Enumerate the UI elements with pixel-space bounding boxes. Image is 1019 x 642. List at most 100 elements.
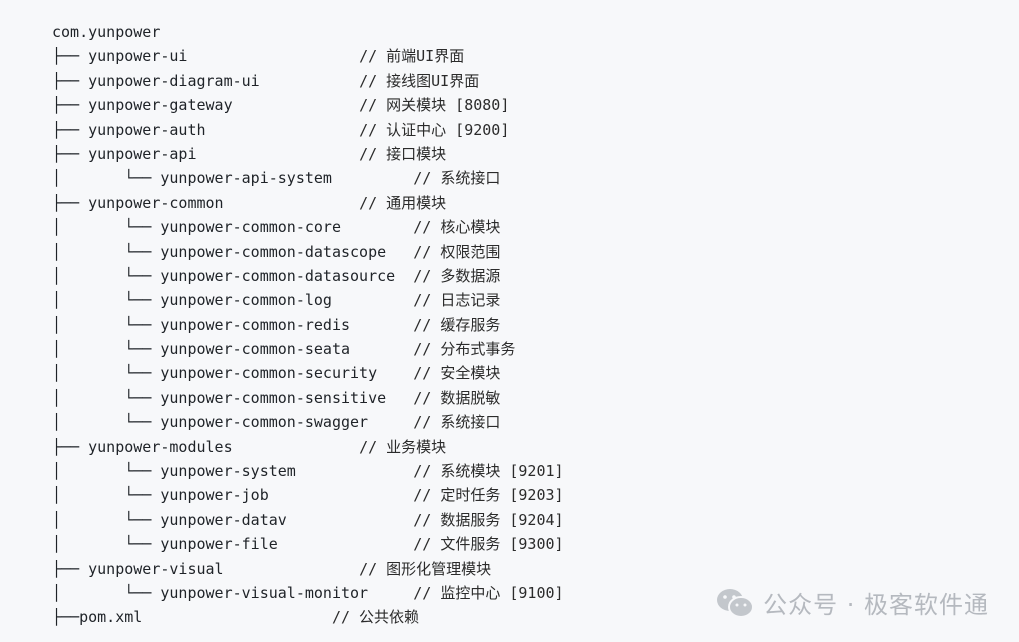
- tree-branch: ├──: [52, 47, 89, 66]
- module-comment: // 分布式事务: [413, 340, 516, 359]
- padding: [187, 47, 359, 65]
- module-comment: // 业务模块: [359, 437, 447, 456]
- tree-branch: │ └──: [52, 388, 161, 407]
- module-name: yunpower-visual-monitor: [160, 583, 369, 602]
- tree-row: │ └── yunpower-visual-monitor // 监控中心 [9…: [52, 581, 564, 605]
- tree-row: │ └── yunpower-common-datascope // 权限范围: [52, 240, 564, 264]
- module-comment: // 监控中心 [9100]: [413, 583, 564, 602]
- module-comment: // 前端UI界面: [359, 47, 465, 66]
- tree-row: │ └── yunpower-common-log // 日志记录: [52, 288, 564, 312]
- padding: [332, 291, 413, 309]
- tree-branch: ├──: [52, 559, 89, 578]
- padding: [386, 243, 413, 261]
- module-name: pom.xml: [79, 608, 143, 627]
- padding: [233, 96, 359, 114]
- module-name: yunpower-visual: [88, 559, 224, 578]
- padding: [224, 194, 359, 212]
- tree-branch: │ └──: [52, 413, 161, 432]
- tree-row: ├── yunpower-diagram-ui // 接线图UI界面: [52, 69, 564, 93]
- module-comment: // 多数据源: [413, 266, 501, 285]
- tree-row: ├── yunpower-modules // 业务模块: [52, 435, 564, 459]
- padding: [269, 486, 414, 504]
- tree-branch: │ └──: [52, 169, 161, 188]
- tree-row: ├── yunpower-auth // 认证中心 [9200]: [52, 118, 564, 142]
- tree-branch: │ └──: [52, 266, 161, 285]
- padding: [377, 364, 413, 382]
- tree-row: │ └── yunpower-common-core // 核心模块: [52, 215, 564, 239]
- padding: [386, 389, 413, 407]
- padding: [341, 218, 413, 236]
- project-tree: com.yunpower├── yunpower-ui // 前端UI界面├──…: [52, 20, 564, 630]
- module-name: yunpower-diagram-ui: [88, 71, 260, 90]
- module-name: yunpower-datav: [160, 510, 287, 529]
- tree-branch: ├──: [52, 144, 89, 163]
- tree-row: ├── yunpower-common // 通用模块: [52, 191, 564, 215]
- padding: [368, 584, 413, 602]
- module-comment: // 图形化管理模块: [359, 559, 492, 578]
- tree-row: │ └── yunpower-common-datasource // 多数据源: [52, 264, 564, 288]
- padding: [197, 145, 360, 163]
- module-comment: // 文件服务 [9300]: [413, 535, 564, 554]
- tree-branch: │ └──: [52, 340, 161, 359]
- tree-branch: ├──: [52, 437, 89, 456]
- tree-branch: │ └──: [52, 583, 161, 602]
- tree-row: ├──pom.xml // 公共依赖: [52, 605, 564, 629]
- tree-branch: │ └──: [52, 462, 161, 481]
- tree-row: │ └── yunpower-api-system // 系统接口: [52, 166, 564, 190]
- padding: [395, 267, 413, 285]
- tree-root: com.yunpower: [52, 23, 161, 41]
- module-name: yunpower-common-datasource: [160, 266, 396, 285]
- tree-branch: │ └──: [52, 242, 161, 261]
- tree-row: │ └── yunpower-job // 定时任务 [9203]: [52, 483, 564, 507]
- tree-row: │ └── yunpower-common-redis // 缓存服务: [52, 313, 564, 337]
- tree-branch: │ └──: [52, 486, 161, 505]
- module-comment: // 缓存服务: [413, 315, 501, 334]
- padding: [350, 340, 413, 358]
- padding: [206, 121, 360, 139]
- module-comment: // 数据脱敏: [413, 388, 501, 407]
- module-name: yunpower-common-core: [160, 218, 341, 237]
- module-comment: // 安全模块: [413, 364, 501, 383]
- module-name: yunpower-common-seata: [160, 340, 351, 359]
- tree-row: │ └── yunpower-file // 文件服务 [9300]: [52, 532, 564, 556]
- tree-branch: ├──: [52, 193, 89, 212]
- tree-row: │ └── yunpower-common-sensitive // 数据脱敏: [52, 386, 564, 410]
- padding: [368, 413, 413, 431]
- module-comment: // 权限范围: [413, 242, 501, 261]
- module-comment: // 定时任务 [9203]: [413, 486, 564, 505]
- padding: [287, 511, 413, 529]
- tree-branch: ├──: [52, 96, 89, 115]
- module-name: yunpower-common-sensitive: [160, 388, 387, 407]
- module-comment: // 接线图UI界面: [359, 71, 480, 90]
- padding: [224, 560, 359, 578]
- tree-row: ├── yunpower-ui // 前端UI界面: [52, 44, 564, 68]
- module-name: yunpower-api: [88, 144, 197, 163]
- tree-branch: │ └──: [52, 291, 161, 310]
- tree-branch: │ └──: [52, 364, 161, 383]
- module-name: yunpower-common-log: [160, 291, 332, 310]
- module-name: yunpower-file: [160, 535, 278, 554]
- padding: [296, 462, 413, 480]
- tree-branch: ├──: [52, 608, 80, 627]
- padding: [332, 169, 413, 187]
- module-comment: // 核心模块: [413, 218, 501, 237]
- module-comment: // 接口模块: [359, 144, 447, 163]
- tree-branch: │ └──: [52, 510, 161, 529]
- tree-branch: ├──: [52, 71, 89, 90]
- tree-branch: │ └──: [52, 218, 161, 237]
- padding: [260, 72, 359, 90]
- tree-row: ├── yunpower-api // 接口模块: [52, 142, 564, 166]
- module-comment: // 系统模块 [9201]: [413, 462, 564, 481]
- padding: [350, 316, 413, 334]
- tree-row: │ └── yunpower-common-swagger // 系统接口: [52, 410, 564, 434]
- module-name: yunpower-api-system: [160, 169, 332, 188]
- module-name: yunpower-common-redis: [160, 315, 351, 334]
- tree-row: │ └── yunpower-common-seata // 分布式事务: [52, 337, 564, 361]
- module-comment: // 日志记录: [413, 291, 501, 310]
- tree-branch: ├──: [52, 120, 89, 139]
- module-name: yunpower-common: [88, 193, 224, 212]
- module-name: yunpower-modules: [88, 437, 233, 456]
- padding: [278, 535, 413, 553]
- tree-row: ├── yunpower-gateway // 网关模块 [8080]: [52, 93, 564, 117]
